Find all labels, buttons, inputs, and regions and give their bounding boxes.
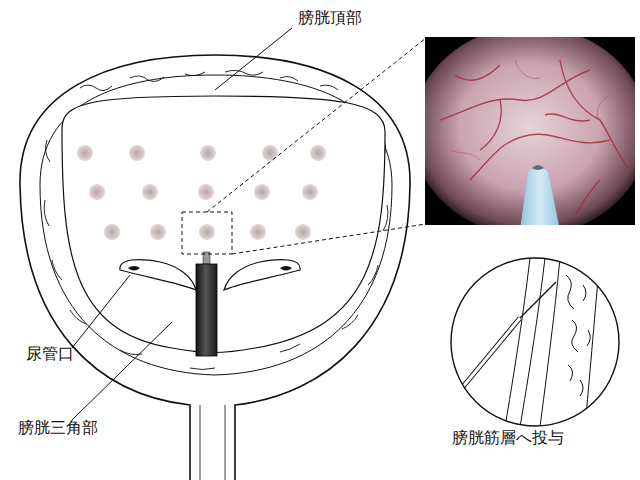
ureteral-orifice-label: 尿管口 [26,344,74,363]
apex-label: 膀胱頂部 [298,8,362,27]
trigone-label: 膀胱三角部 [18,418,98,437]
injection-caption: 膀胱筋層へ投与 [452,428,564,447]
